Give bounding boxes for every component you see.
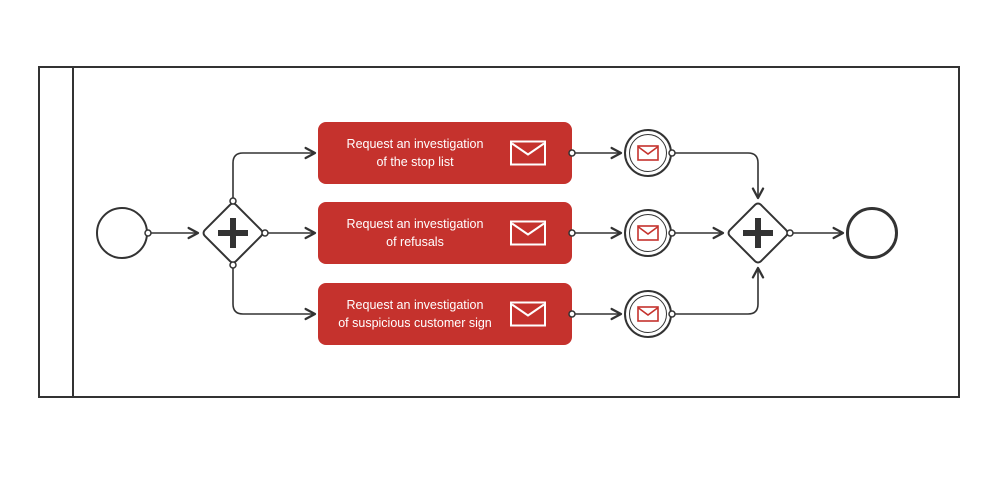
end-event[interactable] (846, 207, 898, 259)
message-event-inner-ring (629, 214, 667, 252)
lane-header-divider (72, 66, 74, 398)
message-event-1[interactable] (624, 129, 672, 177)
message-event-3[interactable] (624, 290, 672, 338)
task-investigation-suspicious-sign[interactable]: Request an investigation of suspicious c… (318, 283, 572, 345)
task-label: Request an investigation of refusals (346, 216, 484, 249)
message-event-2[interactable] (624, 209, 672, 257)
task-label: Request an investigation of the stop lis… (346, 136, 484, 169)
envelope-icon (510, 220, 546, 246)
plus-icon (218, 218, 248, 248)
envelope-icon (510, 140, 546, 166)
task-investigation-stop-list[interactable]: Request an investigation of the stop lis… (318, 122, 572, 184)
plus-icon (743, 218, 773, 248)
task-label: Request an investigation of suspicious c… (338, 297, 492, 330)
envelope-icon (637, 225, 659, 241)
envelope-icon (637, 145, 659, 161)
start-event[interactable] (96, 207, 148, 259)
message-event-inner-ring (629, 134, 667, 172)
envelope-icon (637, 306, 659, 322)
envelope-icon (510, 301, 546, 327)
task-investigation-refusals[interactable]: Request an investigation of refusals (318, 202, 572, 264)
message-event-inner-ring (629, 295, 667, 333)
